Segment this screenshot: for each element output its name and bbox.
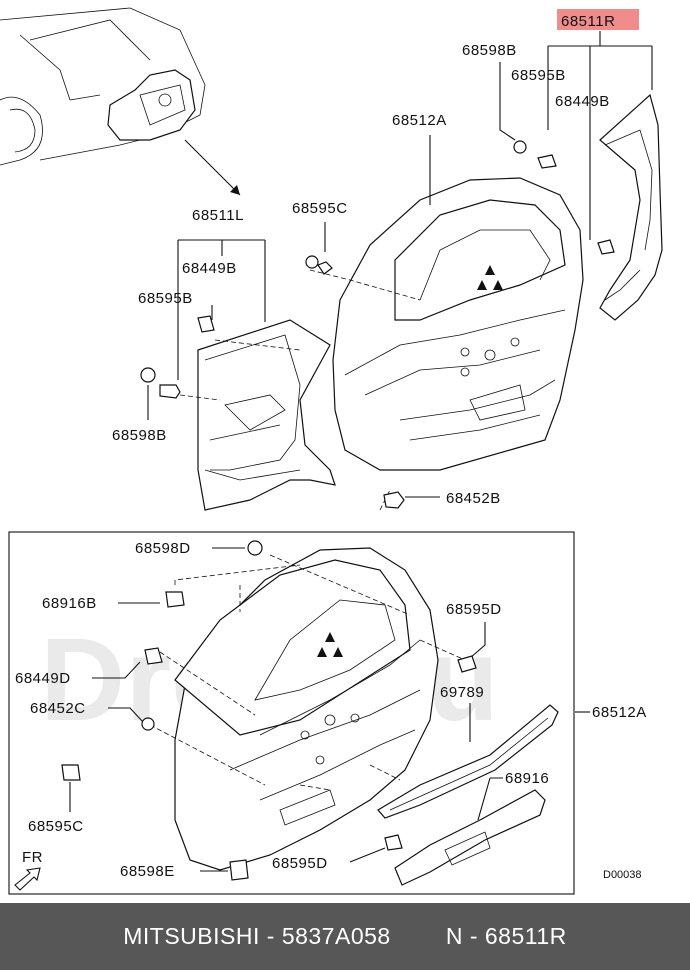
label-68598B-left: 68598B bbox=[112, 427, 167, 444]
spare-tire-cover-lower bbox=[174, 547, 439, 871]
label-68452C: 68452C bbox=[30, 700, 86, 717]
label-68512A-bottom: 68512A bbox=[592, 704, 647, 721]
nut-68452B bbox=[383, 491, 405, 509]
label-68595D-top: 68595D bbox=[446, 601, 502, 618]
label-68598B-right: 68598B bbox=[462, 42, 517, 59]
leader-68598B-right bbox=[499, 62, 516, 141]
plug-68916B bbox=[165, 591, 185, 608]
label-68449D: 68449D bbox=[15, 670, 71, 687]
label-69789: 69789 bbox=[440, 684, 484, 701]
bracket-68511R bbox=[547, 31, 653, 240]
label-68511R: 68511R bbox=[561, 13, 615, 30]
arrow-head bbox=[230, 185, 240, 195]
drawing-code: D00038 bbox=[603, 869, 642, 881]
label-68595C-bottom: 68595C bbox=[28, 818, 84, 835]
label-68595B-left: 68595B bbox=[138, 290, 193, 307]
screw-68598B-left bbox=[140, 367, 181, 399]
left-cover-68511L bbox=[197, 319, 336, 511]
spare-tire-cover-upper bbox=[332, 177, 584, 471]
label-68595D-bottom: 68595D bbox=[272, 855, 328, 872]
label-68449B-right: 68449B bbox=[555, 93, 610, 110]
vehicle-outline bbox=[0, 7, 206, 166]
label-68598D: 68598D bbox=[135, 540, 191, 557]
clip-68595B-right bbox=[537, 154, 557, 169]
bracket-68511L bbox=[177, 239, 266, 380]
label-68452B: 68452B bbox=[446, 490, 501, 507]
leader-68449D bbox=[92, 661, 141, 679]
screw-68595C-top bbox=[305, 255, 333, 275]
highlight-68511R bbox=[557, 9, 639, 30]
screw-68598D bbox=[247, 540, 263, 556]
label-68595C-top: 68595C bbox=[292, 200, 348, 217]
leader-68916 bbox=[477, 777, 503, 821]
footer-ref: 68511R bbox=[484, 923, 567, 949]
footer-ref-prefix: N - bbox=[445, 923, 485, 949]
right-cover-68511R bbox=[599, 93, 663, 321]
detail-box bbox=[8, 531, 575, 895]
fr-arrow-icon bbox=[14, 867, 41, 891]
leader-68595D-bottom bbox=[349, 847, 386, 863]
label-fr: FR bbox=[22, 849, 43, 866]
assembly-lines bbox=[179, 269, 421, 511]
leader-68452C bbox=[108, 707, 144, 723]
assembly-lines-lower bbox=[149, 554, 466, 791]
clip-68595D-bottom bbox=[384, 834, 403, 851]
label-68916B: 68916B bbox=[42, 595, 97, 612]
clip-68449B-right bbox=[597, 239, 615, 255]
clip-68449D bbox=[144, 647, 163, 665]
arrow-line bbox=[184, 139, 241, 196]
footer-gap bbox=[391, 923, 446, 950]
screw-68595C-bottom bbox=[61, 764, 81, 781]
nut-68452C bbox=[141, 717, 155, 731]
screw-68598B-right bbox=[513, 140, 527, 154]
label-68595B-right: 68595B bbox=[511, 67, 566, 84]
plate-68916 bbox=[394, 789, 546, 886]
label-68449B-left: 68449B bbox=[182, 260, 237, 277]
footer-brand: MITSUBISHI bbox=[123, 923, 260, 949]
garnish-69789 bbox=[377, 704, 559, 819]
footer-bar: MITSUBISHI - 5837A058 N - 68511R bbox=[0, 903, 690, 970]
label-68512A-top: 68512A bbox=[392, 112, 447, 129]
label-68598E: 68598E bbox=[120, 863, 175, 880]
label-68916: 68916 bbox=[505, 770, 549, 787]
footer-part-number: 5837A058 bbox=[281, 923, 391, 949]
clip-68595D-top bbox=[457, 655, 477, 673]
footer-separator: - bbox=[259, 923, 282, 949]
label-68511L: 68511L bbox=[192, 207, 244, 224]
screw-68598E bbox=[229, 859, 249, 881]
leader-68595D-top bbox=[469, 622, 486, 659]
clip-68449B-left bbox=[197, 315, 215, 333]
